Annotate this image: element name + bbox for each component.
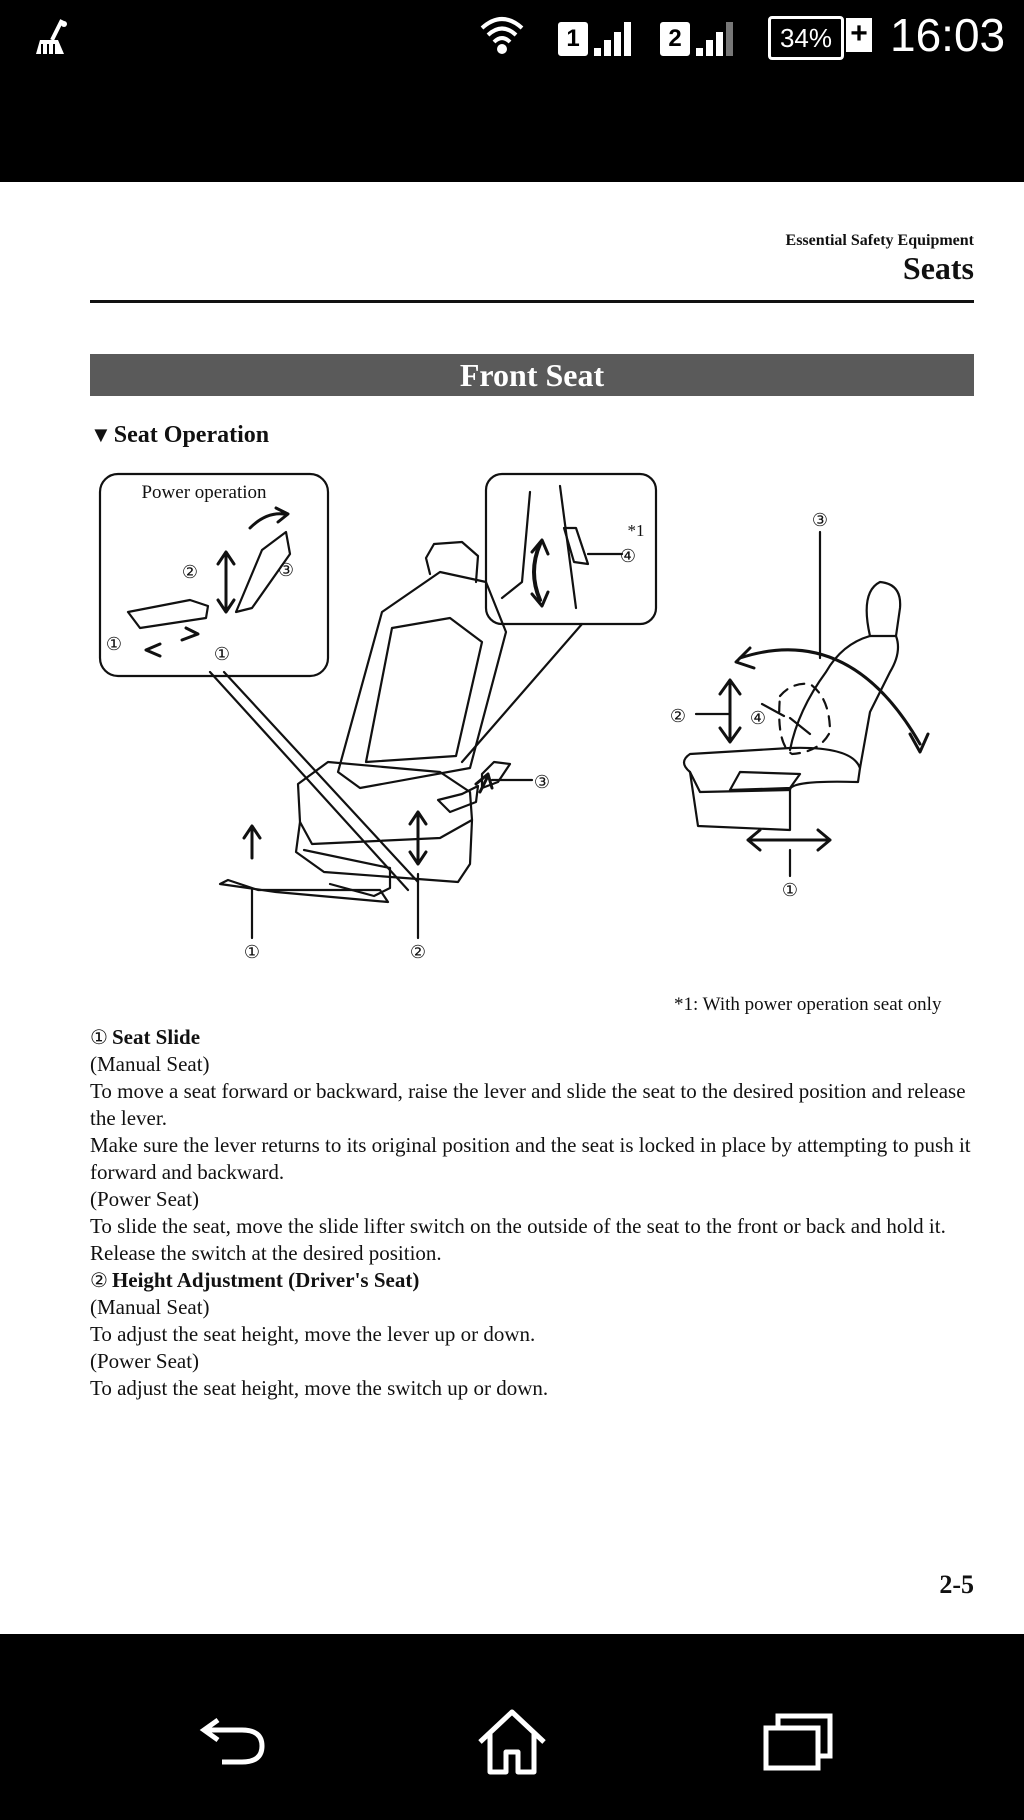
- slide-switch-icon: [126, 598, 210, 630]
- item-title: Height Adjustment (Driver's Seat): [111, 1268, 420, 1292]
- paragraph: (Manual Seat): [90, 1052, 210, 1076]
- recline-lever-icon: [562, 526, 590, 566]
- page-title: Seats: [902, 250, 974, 286]
- item-number: ②: [90, 1268, 108, 1292]
- triangle-marker: ▼: [90, 422, 112, 447]
- home-icon[interactable]: [472, 1702, 552, 1782]
- seat-main-illustration: [218, 540, 534, 940]
- callout-1-main: ①: [244, 942, 260, 963]
- paragraph: To move a seat forward or backward, rais…: [90, 1079, 966, 1130]
- callout-3-side: ③: [812, 510, 828, 531]
- navigation-bar: [0, 1634, 1024, 1820]
- subheading-text: Seat Operation: [113, 422, 270, 448]
- subheading: ▼Seat Operation: [90, 422, 269, 449]
- figure-note: *1: With power operation seat only: [674, 994, 942, 1015]
- callout-1-side: ①: [782, 880, 798, 901]
- power-operation-label: Power operation: [141, 482, 267, 503]
- sim1-signal: 1: [558, 22, 631, 56]
- clock: 16:03: [890, 9, 1006, 61]
- chapter-title: Essential Safety Equipment: [785, 232, 974, 249]
- paragraph: To adjust the seat height, move the leve…: [90, 1322, 536, 1346]
- sim1-badge: 1: [558, 22, 588, 56]
- recent-apps-icon[interactable]: [758, 1702, 838, 1782]
- section-title: Front Seat: [90, 354, 974, 396]
- callout-1-inset-right: ①: [214, 644, 230, 665]
- callout-2-inset: ②: [182, 562, 198, 583]
- recline-lever-inset: [484, 472, 658, 626]
- item-title: Seat Slide: [111, 1025, 201, 1049]
- status-bar: 1 2 34% + 16:03: [0, 0, 1024, 182]
- paragraph: (Power Seat): [90, 1187, 200, 1211]
- callout-1-inset-left: ①: [106, 634, 122, 655]
- callout-3-main: ③: [534, 772, 550, 793]
- paragraph: To adjust the seat height, move the swit…: [90, 1376, 549, 1400]
- callout-2-main: ②: [410, 942, 426, 963]
- page-number: 2-5: [939, 1570, 974, 1599]
- back-icon[interactable]: [192, 1702, 272, 1782]
- wifi-icon: [480, 17, 524, 54]
- paragraph: (Manual Seat): [90, 1295, 210, 1319]
- callout-3-inset: ③: [278, 560, 294, 581]
- recline-switch-icon: [234, 530, 292, 614]
- paragraph: To slide the seat, move the slide lifter…: [90, 1214, 946, 1265]
- cleaner-icon: [36, 19, 67, 54]
- document-page: Essential Safety Equipment Seats Front S…: [0, 182, 1024, 1634]
- star-note-marker: *1: [628, 521, 645, 540]
- header-divider: [90, 300, 974, 303]
- item-number: ①: [90, 1025, 108, 1049]
- callout-4-side: ④: [750, 708, 766, 729]
- paragraph: Make sure the lever returns to its origi…: [90, 1133, 971, 1184]
- callout-2-side: ②: [670, 706, 686, 727]
- signal-icon: [594, 22, 631, 56]
- seat-side-illustration: [682, 530, 930, 878]
- seat-diagram: ① ① ② ③ ④ ③ ① ② ③ ② ④ ① Power operation …: [98, 472, 930, 963]
- signal-icon: [696, 22, 733, 56]
- charging-indicator: +: [846, 18, 872, 52]
- battery-icon: 34%: [768, 16, 844, 60]
- callout-4-inset: ④: [620, 546, 636, 567]
- paragraph: (Power Seat): [90, 1349, 200, 1373]
- sim2-signal: 2: [660, 22, 733, 56]
- sim2-badge: 2: [660, 22, 690, 56]
